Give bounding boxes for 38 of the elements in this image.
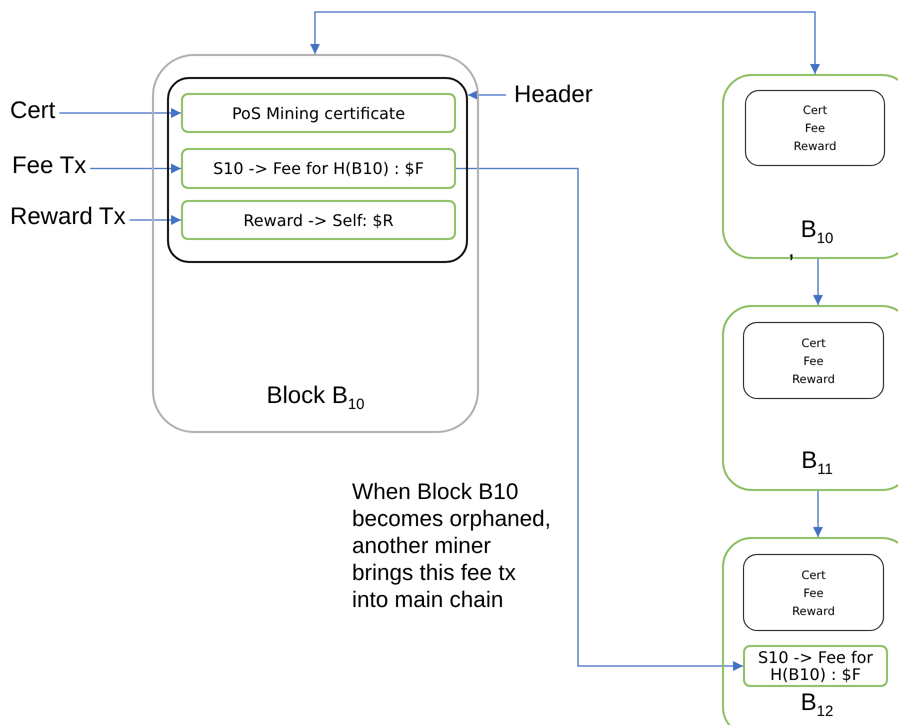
block-label: B$_{11}$ <box>800 447 834 478</box>
field-name: Reward <box>792 370 835 388</box>
field-name: Reward <box>794 138 836 155</box>
arrow <box>90 164 181 174</box>
comma-mark: , <box>788 236 795 264</box>
block-container <box>152 54 479 433</box>
block-label: B$_{12}$ <box>800 689 834 720</box>
header-label: Header <box>514 81 593 109</box>
block-label: Block B$_{10}$ <box>265 382 366 413</box>
field-name: Cert <box>801 566 826 584</box>
note-text: When Block B10 becomes orphaned, another miner brings this fee tx into main chain <box>352 478 552 613</box>
field-name: Cert <box>801 334 826 352</box>
transaction-box: S10 -> Fee for H(B10) : $F <box>181 148 456 189</box>
chain-block <box>722 537 898 725</box>
row-label: Reward Tx <box>10 203 126 231</box>
chain-block <box>722 305 898 491</box>
chain-block <box>722 74 898 259</box>
arrow <box>130 215 181 225</box>
summary-box <box>745 90 885 166</box>
field-name: Reward <box>792 602 835 620</box>
field-name: Cert <box>802 102 828 119</box>
transaction-box: Reward -> Self: $R <box>181 200 456 240</box>
field-name: Fee <box>803 584 824 602</box>
arrow <box>456 168 743 671</box>
arrow <box>59 108 181 118</box>
field-name: Fee <box>804 120 826 137</box>
row-label: Cert <box>10 97 56 125</box>
field-name: Fee <box>803 352 824 370</box>
arrow <box>468 90 506 100</box>
arrow <box>813 259 823 305</box>
transaction-box: S10 -> Fee for H(B10) : $F <box>743 645 888 687</box>
summary-box <box>743 554 884 631</box>
summary-box <box>743 322 884 399</box>
transaction-box: PoS Mining certificate <box>181 93 456 133</box>
header-box <box>167 77 468 263</box>
block-label: B$_{10}$ <box>800 216 834 247</box>
arrow <box>813 491 823 537</box>
row-label: Fee Tx <box>12 152 86 180</box>
